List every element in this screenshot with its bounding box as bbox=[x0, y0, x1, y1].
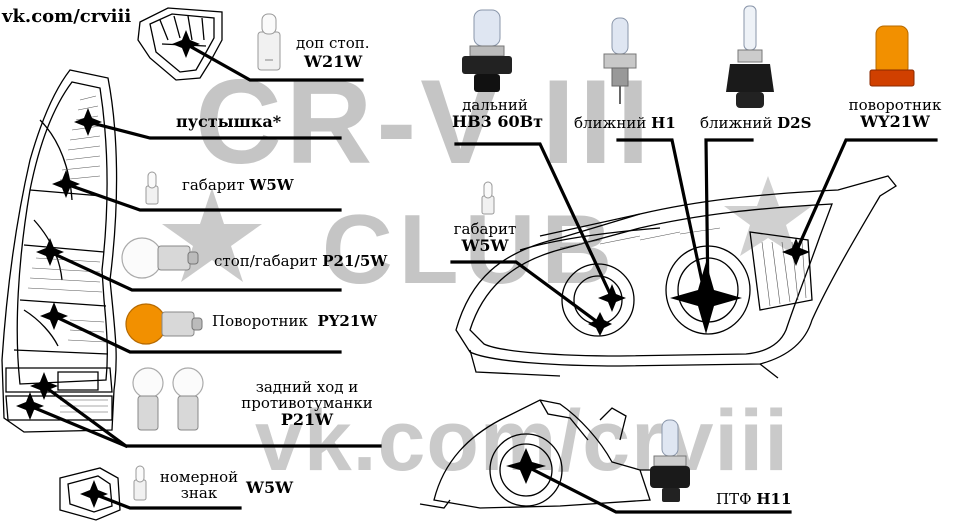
label-povorotnik-front: поворотник WY21W bbox=[840, 96, 950, 131]
code-hb3: HB3 60Вт bbox=[452, 111, 544, 131]
label-povorotnik-front-name: поворотник bbox=[848, 96, 942, 114]
label-nomernoy: номерной знак bbox=[154, 468, 244, 502]
bulb-h11-icon bbox=[650, 419, 690, 502]
bulb-p21w-pair-icon bbox=[132, 367, 204, 431]
code-w5w-front: W5W bbox=[461, 235, 509, 255]
code-w5w-license: W5W bbox=[246, 478, 294, 497]
leader-lines bbox=[27, 41, 938, 514]
bulb-d2s-icon bbox=[726, 5, 774, 108]
label-blizhniy-d2s: ближний D2S bbox=[700, 114, 812, 132]
bulb-w5w-license-icon bbox=[133, 465, 147, 501]
site-label: vk.com/crviii bbox=[2, 6, 132, 27]
label-povorotnik-rear: Поворотник PY21W bbox=[212, 312, 378, 330]
bulb-p21-5w-icon bbox=[121, 237, 199, 279]
bulb-hb3-icon bbox=[462, 9, 512, 92]
code-w21w: W21W bbox=[304, 52, 363, 71]
brake-lamp-bracket-drawing bbox=[137, 7, 223, 81]
label-dalniy: дальний HB3 60Вт bbox=[452, 96, 544, 131]
bulb-w5w-rear-icon bbox=[145, 171, 159, 205]
code-w5w-rear: W5W bbox=[249, 176, 294, 194]
label-reverse-fog: задний ход и противотуманки P21W bbox=[232, 378, 382, 429]
bulb-py21w-icon bbox=[125, 303, 203, 345]
bulb-w21w-icon bbox=[257, 13, 281, 71]
label-dop-stop: доп стоп. bbox=[296, 34, 370, 52]
bulb-w5w-headlight-icon bbox=[481, 181, 495, 215]
label-gabarit-front: габарит W5W bbox=[448, 220, 522, 255]
code-d2s: D2S bbox=[777, 114, 812, 132]
watermark-star-right bbox=[724, 176, 812, 256]
label-nomernoy-line1: номерной bbox=[159, 468, 239, 486]
license-lamp-drawing bbox=[59, 467, 121, 521]
bulb-h1-icon bbox=[603, 17, 637, 104]
pointer-stars bbox=[16, 30, 810, 508]
code-p21w: P21W bbox=[280, 409, 334, 429]
fog-lamp-drawing bbox=[419, 399, 660, 509]
label-gabarit-front-name: габарит bbox=[453, 220, 517, 238]
label-gabarit-rear-name: габарит bbox=[182, 176, 245, 194]
code-p21-5w: P21/5W bbox=[322, 252, 388, 270]
label-blizhniy-d2s-name: ближний bbox=[700, 114, 773, 132]
label-povorotnik-rear-name: Поворотник bbox=[212, 312, 308, 330]
label-reverse-fog-line2: противотуманки bbox=[241, 393, 373, 412]
label-reverse-fog-line1: задний ход и bbox=[255, 378, 359, 396]
bulb-wy21w-icon bbox=[869, 25, 915, 87]
watermark-title: CR-V III bbox=[195, 55, 654, 189]
label-blizhniy-h1: ближний H1 bbox=[574, 114, 676, 132]
label-stop-gabarit: стоп/габарит P21/5W bbox=[214, 252, 388, 270]
label-stop-gabarit-name: стоп/габарит bbox=[214, 252, 318, 270]
label-ptf-name: ПТФ bbox=[716, 490, 752, 508]
label-gabarit-rear: габарит W5W bbox=[182, 176, 294, 194]
code-h11: H11 bbox=[756, 490, 792, 508]
code-h1: H1 bbox=[651, 114, 676, 132]
label-blizhniy-h1-name: ближний bbox=[574, 114, 647, 132]
label-dalniy-name: дальний bbox=[462, 96, 528, 114]
code-py21w: PY21W bbox=[317, 312, 378, 330]
label-pustyshka: пустышка* bbox=[176, 112, 282, 131]
headlight-drawing bbox=[455, 175, 897, 379]
watermark-star-left bbox=[162, 188, 262, 282]
label-nomernoy-line2: знак bbox=[180, 483, 218, 502]
code-wy21w: WY21W bbox=[860, 111, 930, 131]
label-ptf: ПТФ H11 bbox=[716, 490, 792, 508]
